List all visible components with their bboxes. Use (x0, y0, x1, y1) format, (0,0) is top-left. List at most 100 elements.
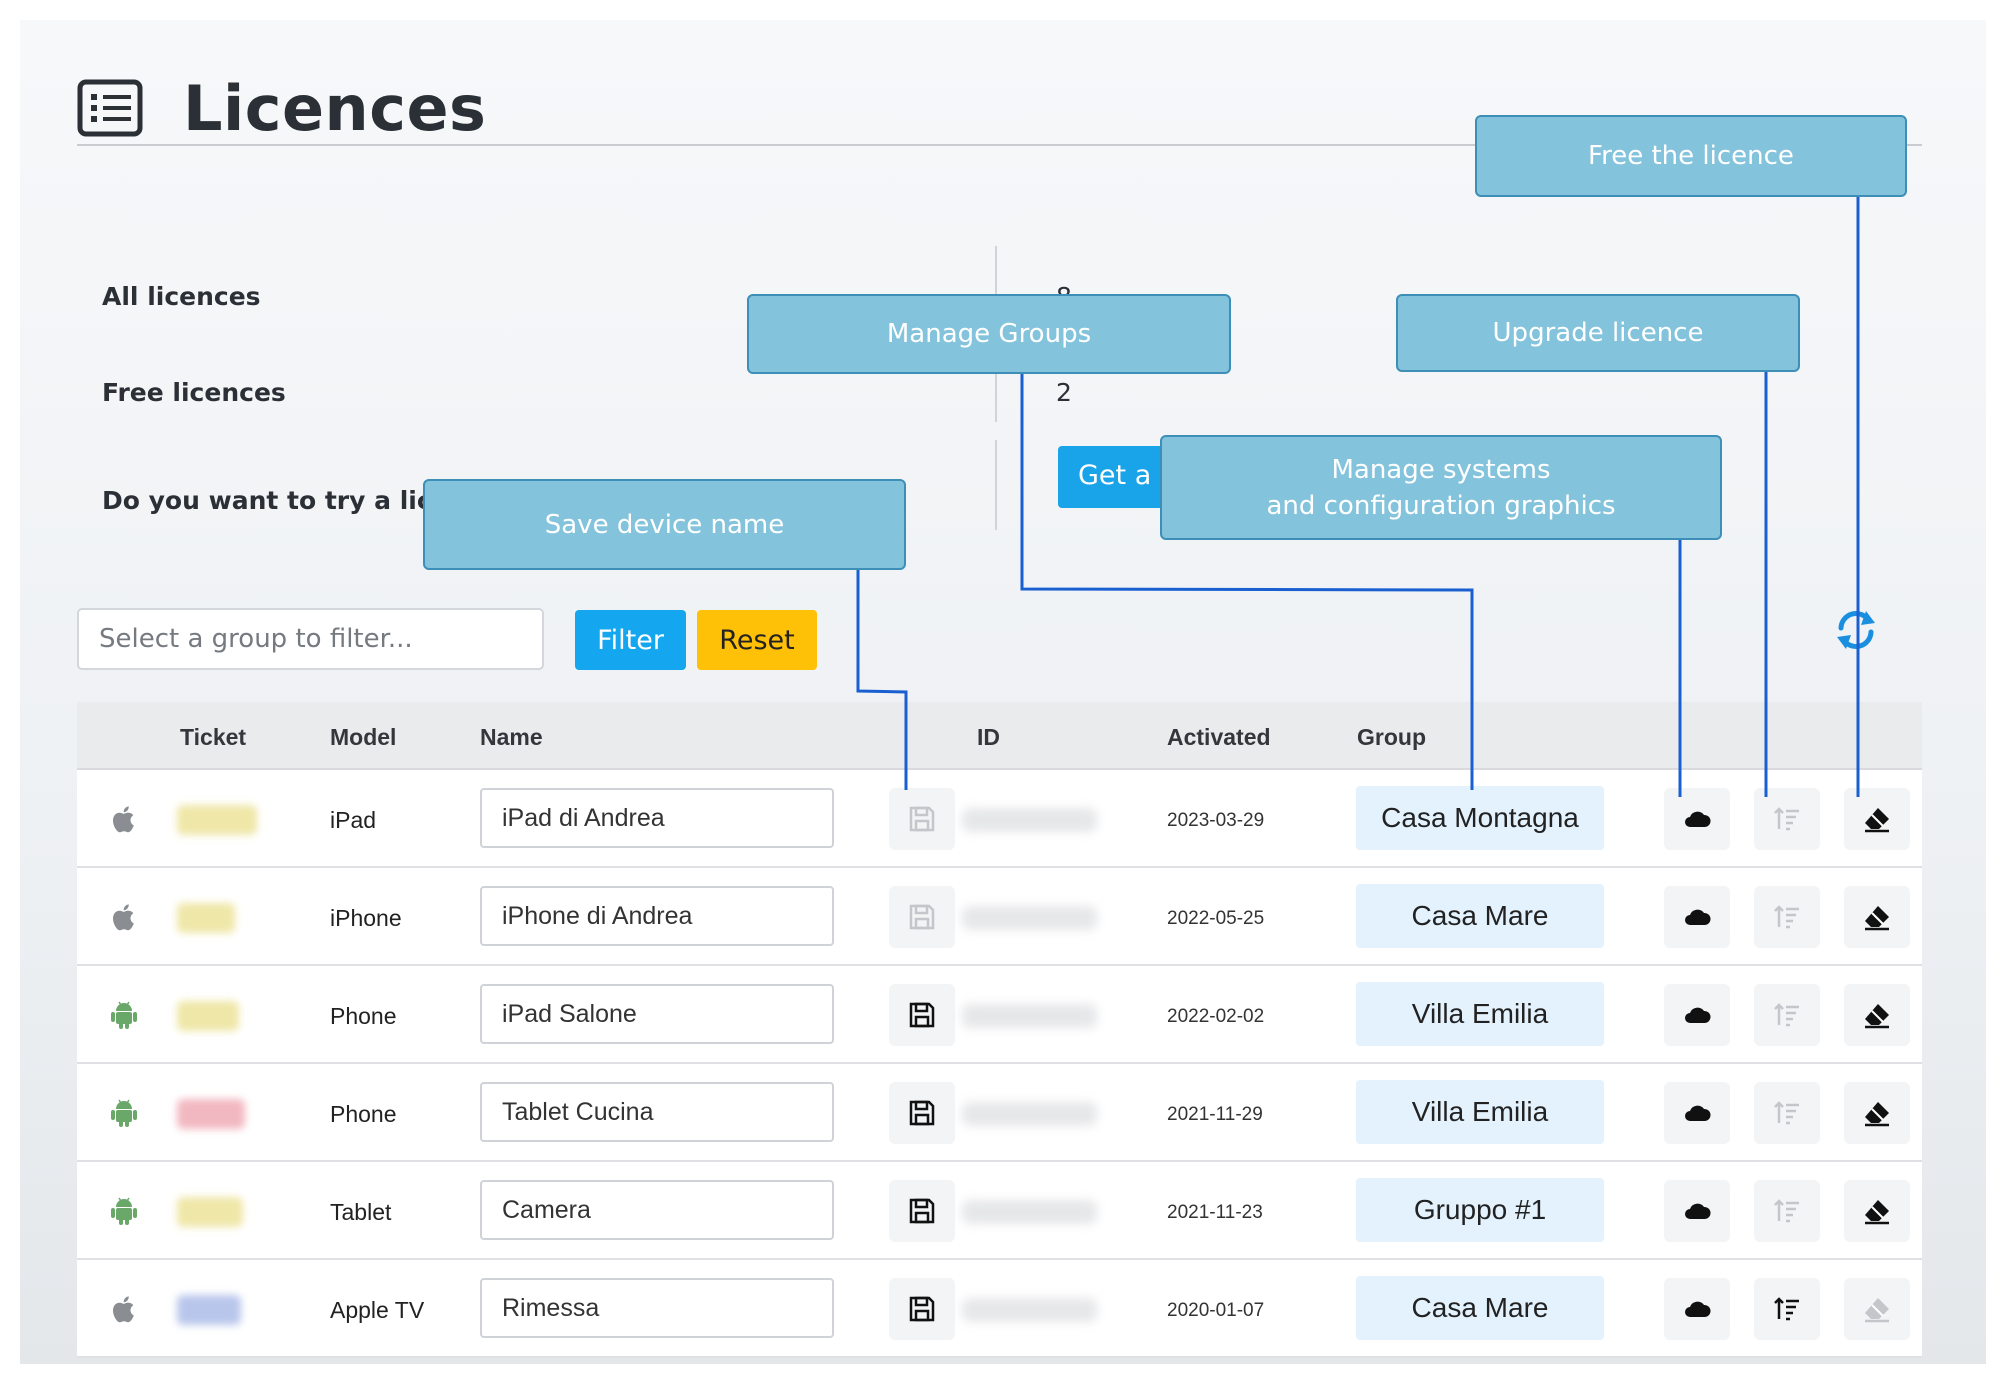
eraser-icon (1862, 1294, 1892, 1324)
group-button[interactable]: Casa Mare (1356, 884, 1604, 948)
group-button[interactable]: Villa Emilia (1356, 1080, 1604, 1144)
ticket-value-redacted (177, 1295, 241, 1325)
group-button[interactable]: Gruppo #1 (1356, 1178, 1604, 1242)
table-row: iPad 2023-03-29 Casa Montagna (77, 770, 1922, 868)
apple-icon (113, 1296, 134, 1323)
id-value-redacted (962, 1298, 1097, 1322)
cloud-icon (1682, 804, 1712, 834)
device-name-input[interactable] (480, 788, 834, 848)
save-name-button[interactable] (889, 1082, 955, 1144)
upgrade-licence-button[interactable] (1754, 1082, 1820, 1144)
activated-date: 2022-05-25 (1167, 908, 1265, 929)
eraser-icon (1862, 1196, 1892, 1226)
free-licence-button[interactable] (1844, 1278, 1910, 1340)
id-value-redacted (962, 1102, 1097, 1126)
ticket-value-redacted (177, 1099, 245, 1129)
title-divider (77, 144, 1922, 146)
activated-date: 2023-03-29 (1167, 810, 1265, 831)
upgrade-licence-button[interactable] (1754, 984, 1820, 1046)
ticket-value-redacted (177, 903, 235, 933)
upgrade-licence-button[interactable] (1754, 1180, 1820, 1242)
header-id[interactable]: ID (977, 724, 1000, 750)
free-licence-button[interactable] (1844, 886, 1910, 948)
save-icon (907, 902, 937, 932)
device-name-input[interactable] (480, 1180, 834, 1240)
android-icon (111, 1197, 137, 1225)
divider (995, 340, 997, 422)
divider (995, 440, 997, 530)
upgrade-licence-button[interactable] (1754, 1278, 1820, 1340)
model-cell: Apple TV (330, 1297, 425, 1323)
manage-systems-button[interactable] (1664, 1278, 1730, 1340)
filter-button[interactable]: Filter (575, 610, 686, 670)
save-icon (907, 804, 937, 834)
save-icon (907, 1294, 937, 1324)
ticket-value-redacted (177, 805, 257, 835)
save-name-button[interactable] (889, 1180, 955, 1242)
id-value-redacted (962, 906, 1097, 930)
refresh-icon[interactable] (1832, 606, 1880, 654)
id-value-redacted (962, 1004, 1097, 1028)
callout-free-licence: Free the licence (1475, 115, 1907, 197)
reset-button[interactable]: Reset (697, 610, 817, 670)
manage-systems-button[interactable] (1664, 886, 1730, 948)
callout-line: Manage systems (1331, 454, 1551, 485)
save-name-button[interactable] (889, 1278, 955, 1340)
cloud-icon (1682, 1000, 1712, 1030)
model-cell: Tablet (330, 1199, 392, 1225)
eraser-icon (1862, 1000, 1892, 1030)
eraser-icon (1862, 902, 1892, 932)
free-licence-button[interactable] (1844, 788, 1910, 850)
model-cell: iPad (330, 807, 377, 833)
activated-date: 2020-01-07 (1167, 1300, 1265, 1321)
ticket-value-redacted (177, 1197, 243, 1227)
manage-systems-button[interactable] (1664, 984, 1730, 1046)
device-name-input[interactable] (480, 1278, 834, 1338)
header-group[interactable]: Group (1357, 724, 1426, 750)
group-filter-input[interactable] (77, 608, 544, 670)
device-name-input[interactable] (480, 886, 834, 946)
all-licences-label: All licences (102, 282, 261, 311)
free-licence-button[interactable] (1844, 984, 1910, 1046)
callout-line: and configuration graphics (1266, 490, 1616, 521)
free-licence-button[interactable] (1844, 1082, 1910, 1144)
callout-manage-systems: Manage systems and configuration graphic… (1160, 435, 1722, 540)
licences-page: Licences All licences 8 Free licences 2 … (20, 20, 1986, 1364)
manage-systems-button[interactable] (1664, 1180, 1730, 1242)
device-name-input[interactable] (480, 1082, 834, 1142)
upgrade-licence-button[interactable] (1754, 788, 1820, 850)
page-title: Licences (183, 71, 487, 145)
ticket-value-redacted (177, 1001, 239, 1031)
model-cell: Phone (330, 1101, 397, 1127)
divider (995, 246, 997, 328)
header-ticket[interactable]: Ticket (180, 724, 247, 750)
group-button[interactable]: Villa Emilia (1356, 982, 1604, 1046)
save-name-button[interactable] (889, 788, 955, 850)
group-button[interactable]: Casa Montagna (1356, 786, 1604, 850)
device-name-input[interactable] (480, 984, 834, 1044)
manage-systems-button[interactable] (1664, 788, 1730, 850)
manage-systems-button[interactable] (1664, 1082, 1730, 1144)
save-name-button[interactable] (889, 984, 955, 1046)
eraser-icon (1862, 1098, 1892, 1128)
model-cell: Phone (330, 1003, 397, 1029)
upgrade-icon (1772, 1000, 1802, 1030)
upgrade-icon (1772, 1098, 1802, 1128)
group-button[interactable]: Casa Mare (1356, 1276, 1604, 1340)
header-model[interactable]: Model (330, 724, 397, 750)
android-icon (111, 1099, 137, 1127)
free-licence-button[interactable] (1844, 1180, 1910, 1242)
upgrade-licence-button[interactable] (1754, 886, 1820, 948)
save-name-button[interactable] (889, 886, 955, 948)
callout-save-device-name: Save device name (423, 479, 906, 570)
upgrade-icon (1772, 804, 1802, 834)
eraser-icon (1862, 804, 1892, 834)
header-activated[interactable]: Activated (1167, 724, 1271, 750)
table-header: Ticket Model Name ID Activated Group (77, 702, 1922, 770)
header-name[interactable]: Name (480, 724, 543, 750)
